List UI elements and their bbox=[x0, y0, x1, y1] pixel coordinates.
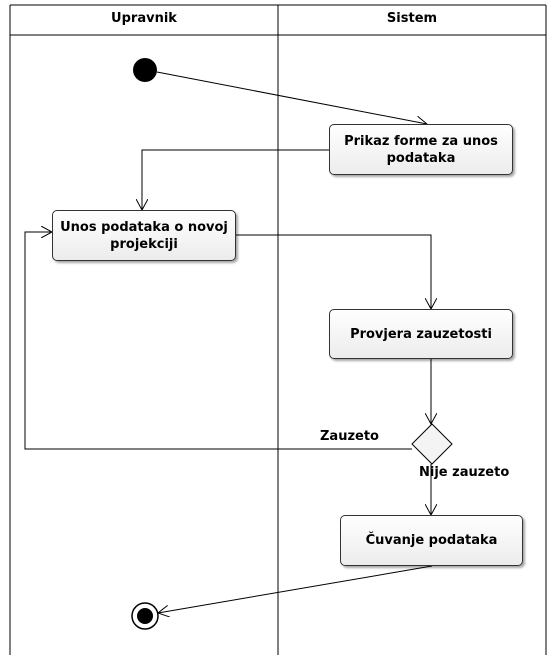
action-unos-podataka-label: Unos podataka o novoj projekciji bbox=[60, 219, 228, 252]
guard-zauzeto: Zauzeto bbox=[320, 429, 379, 444]
action-prikaz-forme: Prikaz forme za unos podataka bbox=[329, 124, 513, 175]
lane-title-sistem: Sistem bbox=[386, 11, 438, 26]
action-cuvanje-podataka-label: Čuvanje podataka bbox=[365, 533, 498, 548]
lane-title-upravnik: Upravnik bbox=[111, 11, 177, 26]
final-node bbox=[131, 602, 159, 630]
swimlane-frame bbox=[9, 4, 547, 655]
action-provjera-zauzetosti-label: Provjera zauzetosti bbox=[350, 326, 492, 342]
action-unos-podataka: Unos podataka o novoj projekciji bbox=[52, 210, 236, 261]
flow-unos-to-provjera bbox=[236, 234, 431, 309]
flow-start-to-prikaz bbox=[156, 71, 427, 124]
decision-node bbox=[411, 423, 453, 465]
flow-decision-to-unos bbox=[24, 232, 412, 450]
guard-nije-zauzeto: Nije zauzeto bbox=[419, 465, 510, 480]
action-provjera-zauzetosti: Provjera zauzetosti bbox=[329, 309, 513, 359]
action-prikaz-forme-label: Prikaz forme za unos podataka bbox=[344, 133, 498, 166]
initial-node bbox=[133, 58, 157, 82]
flow-cuvanje-to-end bbox=[158, 565, 433, 613]
action-cuvanje-podataka: Čuvanje podataka bbox=[340, 515, 523, 566]
flow-prikaz-to-unos bbox=[142, 149, 329, 210]
